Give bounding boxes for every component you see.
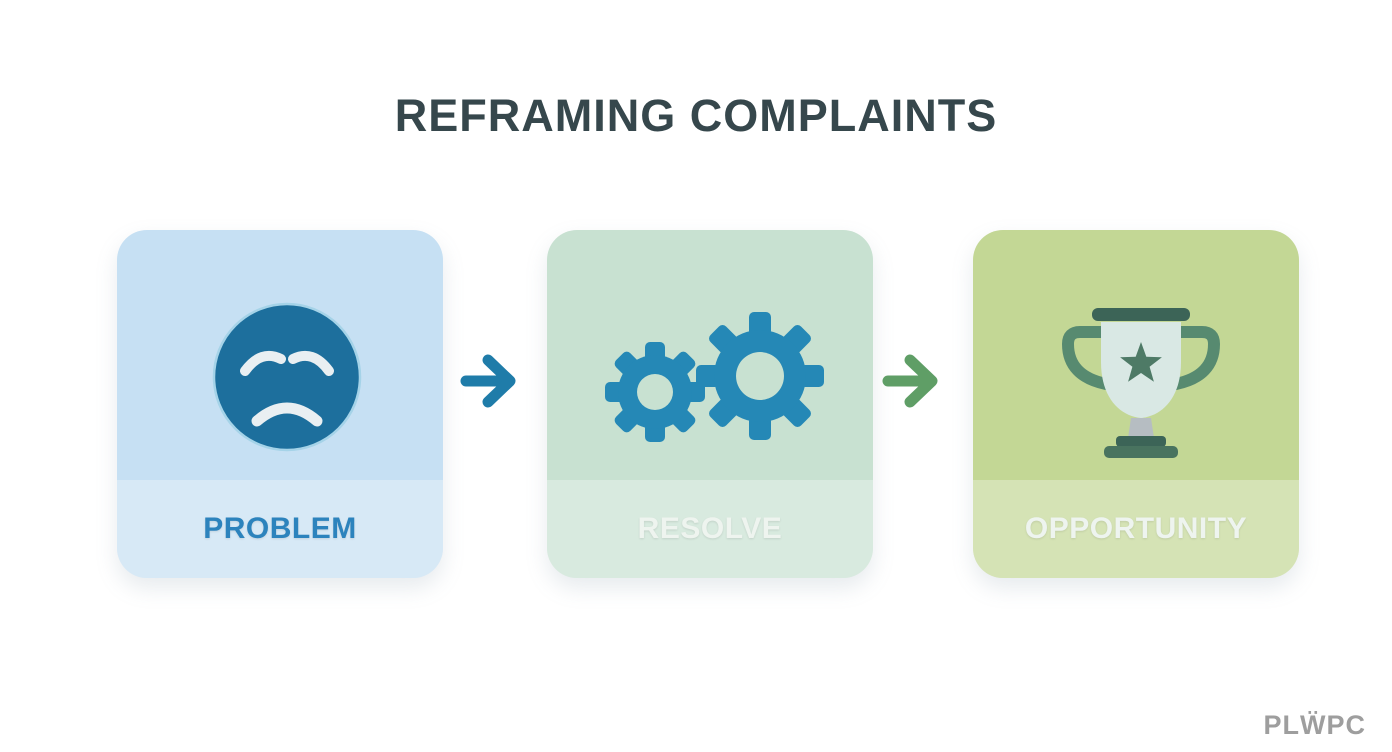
card-resolve-label: RESOLVE xyxy=(637,512,783,545)
sad-face-icon xyxy=(207,297,367,462)
arrow-1-stroke xyxy=(460,354,516,408)
card-opportunity-label: OPPORTUNITY xyxy=(1024,512,1248,545)
card-problem-label: PROBLEM xyxy=(203,512,357,545)
card-opportunity: OPPORTUNITY xyxy=(973,230,1299,578)
trophy-base-top xyxy=(1116,436,1166,447)
gear-large xyxy=(696,312,824,440)
sad-face-right-eye xyxy=(288,351,334,376)
trophy-right-handle xyxy=(1170,326,1221,390)
watermark-logo: PLẄPC xyxy=(1263,710,1366,740)
trophy-icon xyxy=(1056,300,1226,465)
arrow-right-icon xyxy=(458,350,530,412)
arrow-right-icon xyxy=(880,350,952,412)
gear-small xyxy=(605,342,705,442)
trophy-base-bottom xyxy=(1104,446,1178,458)
card-problem-band: PROBLEM xyxy=(117,480,443,578)
sad-face-mouth xyxy=(251,402,323,427)
card-resolve: RESOLVE xyxy=(547,230,873,578)
page-title: REFRAMING COMPLAINTS xyxy=(394,90,998,141)
trophy-star xyxy=(1120,342,1162,382)
arrow-2-stroke xyxy=(882,354,938,408)
card-resolve-band: RESOLVE xyxy=(547,480,873,578)
card-opportunity-band: OPPORTUNITY xyxy=(973,480,1299,578)
card-problem: PROBLEM xyxy=(117,230,443,578)
trophy-stem xyxy=(1128,418,1154,438)
trophy-rim xyxy=(1092,308,1190,321)
gears-icon xyxy=(598,310,826,460)
sad-face-circle xyxy=(212,302,362,452)
sad-face-left-eye xyxy=(240,351,286,376)
trophy-left-handle xyxy=(1061,326,1112,390)
